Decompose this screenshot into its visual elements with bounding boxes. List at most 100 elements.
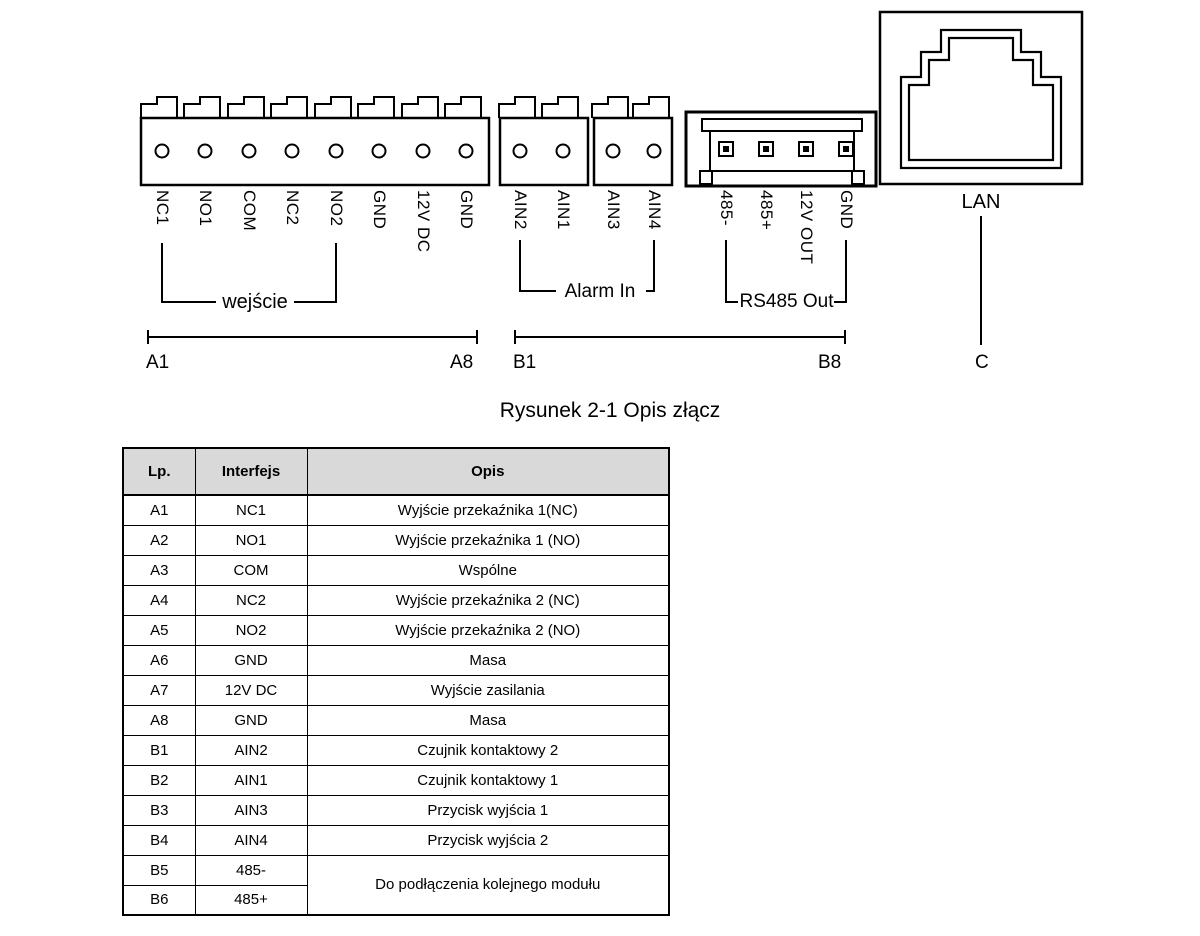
rj45-outer <box>878 10 1084 186</box>
pin-label-no1: NO1 <box>196 190 215 227</box>
screw-holes <box>512 143 662 159</box>
table-row: A4 NC2 Wyjście przekaźnika 2 (NC) <box>122 584 670 616</box>
wejscie-bracket <box>161 243 337 303</box>
span-b-line <box>514 330 846 344</box>
rs485-top-bar <box>701 118 863 132</box>
pin-label-ain1: AIN1 <box>554 190 573 230</box>
table-row: B3 AIN3 Przycisk wyjścia 1 <box>122 794 670 826</box>
header-lp: Lp. <box>122 447 196 496</box>
cell-lp: B3 <box>122 794 196 826</box>
span-c-label: C <box>975 352 989 373</box>
rj45-plug-inner <box>907 36 1055 162</box>
cell-interfejs: AIN3 <box>194 794 308 826</box>
cell-lp: A3 <box>122 554 196 586</box>
pin-label-ain3: AIN3 <box>604 190 623 230</box>
cell-opis: Masa <box>306 704 670 736</box>
cell-interfejs: AIN1 <box>194 764 308 796</box>
cell-lp: A6 <box>122 644 196 676</box>
cell-interfejs: AIN2 <box>194 734 308 766</box>
cell-interfejs: COM <box>194 554 308 586</box>
cell-opis: Przycisk wyjścia 1 <box>306 794 670 826</box>
terminal-block-a <box>139 96 491 187</box>
cell-lp: B6 <box>122 884 196 916</box>
span-a-line <box>147 330 478 344</box>
table-row: B5 485- Do podłączenia kolejnego modułu <box>122 854 670 916</box>
rs485-pin-squares <box>718 141 854 157</box>
terminal-body-left <box>498 116 590 187</box>
cell-lp: A8 <box>122 704 196 736</box>
pin-label-nc2: NC2 <box>283 190 302 226</box>
table-row: A3 COM Wspólne <box>122 554 670 586</box>
rj45-plug-outline <box>899 28 1063 170</box>
cell-lp: A7 <box>122 674 196 706</box>
table-row: B2 AIN1 Czujnik kontaktowy 1 <box>122 764 670 796</box>
terminal-body <box>139 116 491 187</box>
cell-interfejs: GND <box>194 704 308 736</box>
rs485-feet <box>699 170 865 185</box>
cell-interfejs: NO1 <box>194 524 308 556</box>
pin-label-nc1: NC1 <box>153 190 172 226</box>
connector-diagram <box>139 10 1084 345</box>
cell-opis: Wyjście zasilania <box>306 674 670 706</box>
cell-opis: Przycisk wyjścia 2 <box>306 824 670 856</box>
cell-lp: B5 <box>122 854 196 886</box>
cell-interfejs: 485- <box>194 854 308 886</box>
pin-label-gnd1: GND <box>370 190 389 230</box>
figure-caption: Rysunek 2-1 Opis złącz <box>499 399 721 422</box>
cell-opis: Czujnik kontaktowy 1 <box>306 764 670 796</box>
cell-interfejs: GND <box>194 644 308 676</box>
cell-opis: Czujnik kontaktowy 2 <box>306 734 670 766</box>
table-row: A6 GND Masa <box>122 644 670 676</box>
rs485-body <box>709 130 855 172</box>
cell-interfejs: 485+ <box>194 884 308 916</box>
table-row: B4 AIN4 Przycisk wyjścia 2 <box>122 824 670 856</box>
rs485-connector <box>684 110 878 188</box>
cell-opis: Wyjście przekaźnika 2 (NC) <box>306 584 670 616</box>
header-interfejs: Interfejs <box>194 447 308 496</box>
cell-opis: Wspólne <box>306 554 670 586</box>
lan-label: LAN <box>961 191 1001 213</box>
pin-label-no2: NO2 <box>327 190 346 227</box>
table-row: A2 NO1 Wyjście przekaźnika 1 (NO) <box>122 524 670 556</box>
cell-opis: Wyjście przekaźnika 2 (NO) <box>306 614 670 646</box>
header-opis: Opis <box>306 447 670 496</box>
cell-interfejs: NO2 <box>194 614 308 646</box>
span-b-start-label: B1 <box>513 352 537 373</box>
cell-interfejs: AIN4 <box>194 824 308 856</box>
pin-label-12vout: 12V OUT <box>797 190 816 265</box>
cell-lp: A5 <box>122 614 196 646</box>
cell-lp: B2 <box>122 764 196 796</box>
span-b-end-label: B8 <box>818 352 842 373</box>
terminal-tabs <box>498 96 670 118</box>
table-row: A1 NC1 Wyjście przekaźnika 1(NC) <box>122 494 670 526</box>
alarm-in-label: Alarm In <box>564 281 636 302</box>
rs485-out-label: RS485 Out <box>739 291 834 312</box>
cell-opis: Wyjście przekaźnika 1 (NO) <box>306 524 670 556</box>
connector-description-table: Lp. Interfejs Opis A1 NC1 Wyjście przeka… <box>122 447 670 916</box>
pin-label-com: COM <box>240 190 259 232</box>
span-a-start-label: A1 <box>146 352 170 373</box>
rs485-pin-contacts <box>723 146 849 152</box>
cell-interfejs: NC2 <box>194 584 308 616</box>
rs485-out-bracket <box>725 240 847 303</box>
cell-opis-merged: Do podłączenia kolejnego modułu <box>306 854 670 916</box>
rj45-jack-icon <box>878 10 1084 186</box>
cell-lp: A1 <box>122 494 196 526</box>
cell-lp: B4 <box>122 824 196 856</box>
terminal-block-b <box>498 96 674 187</box>
alarm-in-bracket <box>519 240 655 292</box>
wejscie-label: wejście <box>222 291 288 313</box>
cell-lp: A2 <box>122 524 196 556</box>
span-a-end-label: A8 <box>450 352 474 373</box>
table-row: B1 AIN2 Czujnik kontaktowy 2 <box>122 734 670 766</box>
pin-label-gnd3: GND <box>837 190 856 230</box>
terminal-body-right <box>592 116 674 187</box>
cell-opis: Wyjście przekaźnika 1(NC) <box>306 494 670 526</box>
table-row: A5 NO2 Wyjście przekaźnika 2 (NO) <box>122 614 670 646</box>
pin-label-12vdc: 12V DC <box>414 190 433 253</box>
table-row: B6 485+ <box>122 884 669 916</box>
cell-interfejs: NC1 <box>194 494 308 526</box>
cell-lp: A4 <box>122 584 196 616</box>
terminal-tabs <box>140 96 482 118</box>
